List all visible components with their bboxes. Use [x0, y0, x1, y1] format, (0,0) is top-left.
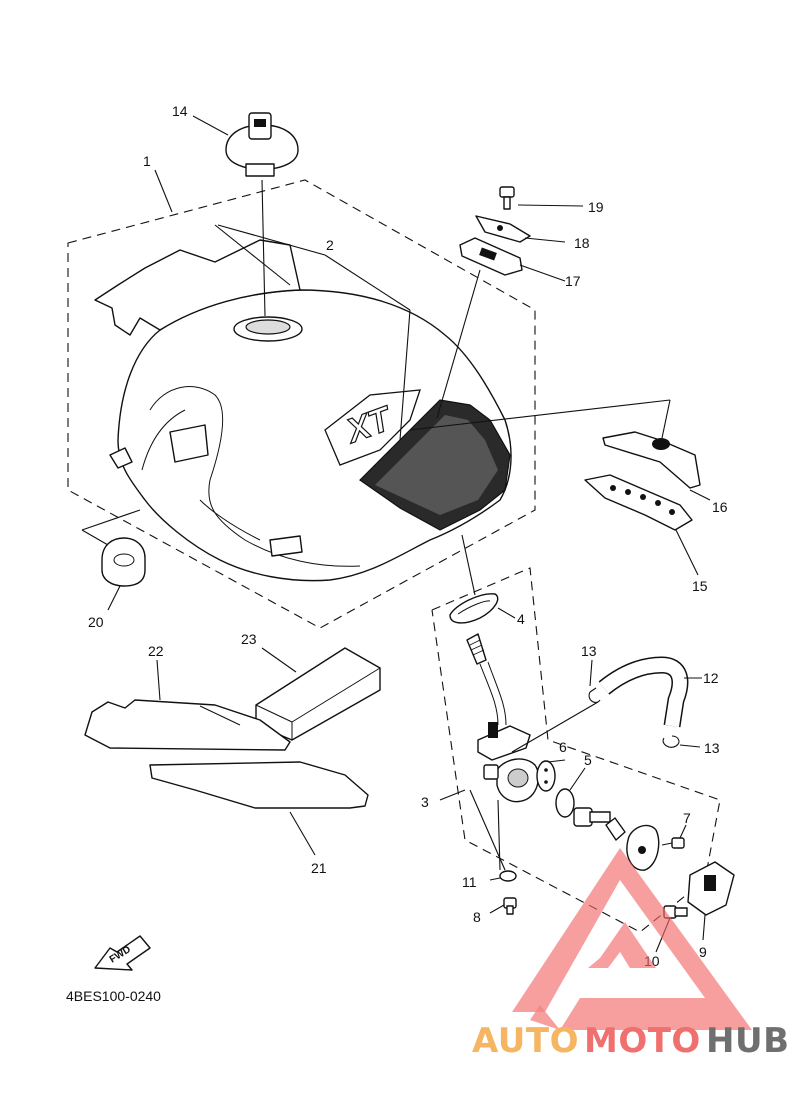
callout-3: 3 — [421, 794, 429, 810]
watermark-logo — [512, 848, 752, 1030]
o-ring-5 — [555, 788, 575, 818]
callout-18: 18 — [574, 235, 590, 251]
watermark-text: AUTO MOTO HUB — [472, 1021, 789, 1061]
callouts: 1 2 3 4 5 6 7 8 9 10 11 12 13 13 14 15 1… — [88, 103, 728, 969]
pad-21 — [149, 761, 369, 809]
pad-23 — [255, 647, 381, 741]
callout-14: 14 — [172, 103, 188, 119]
knob-9 — [687, 861, 735, 916]
seal-6 — [536, 760, 556, 792]
fuel-hose-12 — [598, 656, 689, 728]
watermark-auto: AUTO — [472, 1021, 579, 1061]
callout-5: 5 — [584, 752, 592, 768]
callout-23: 23 — [241, 631, 257, 647]
cock-plate — [626, 824, 660, 871]
callout-17: 17 — [565, 273, 581, 289]
callout-21: 21 — [311, 860, 327, 876]
callout-20: 20 — [88, 614, 104, 630]
callout-12: 12 — [703, 670, 719, 686]
screw-8 — [503, 897, 517, 915]
plate-18 — [475, 215, 531, 243]
callout-15: 15 — [692, 578, 708, 594]
callout-7: 7 — [683, 810, 691, 826]
callout-13-upper: 13 — [581, 643, 597, 659]
screw-7 — [661, 837, 685, 849]
callout-19: 19 — [588, 199, 604, 215]
tank-assembly-frame — [67, 179, 536, 629]
diagram-code: 4BES100-0240 — [66, 988, 161, 1004]
valve-lever — [573, 807, 626, 841]
clip-13-lower — [662, 735, 680, 748]
callout-9: 9 — [699, 944, 707, 960]
rubber-16 — [602, 431, 701, 489]
fuel-cap — [225, 112, 299, 177]
callout-2: 2 — [326, 237, 334, 253]
bolt-19 — [499, 186, 515, 210]
fuel-cock — [466, 633, 540, 803]
fuel-tank: XT — [94, 239, 512, 582]
fuel-cock-frame — [431, 567, 721, 933]
callout-11: 11 — [462, 874, 477, 890]
leader-lines — [81, 115, 711, 953]
grommet-20 — [101, 537, 146, 587]
washer-11 — [499, 870, 517, 882]
callout-4: 4 — [517, 611, 525, 627]
clip-13-upper — [588, 687, 601, 703]
callout-22: 22 — [148, 643, 164, 659]
watermark-hub: HUB — [706, 1021, 789, 1061]
fwd-arrow: FWD — [94, 935, 151, 971]
watermark-moto: MOTO — [584, 1021, 701, 1061]
callout-1: 1 — [143, 153, 151, 169]
callout-16: 16 — [712, 499, 728, 515]
callout-13-lower: 13 — [704, 740, 720, 756]
bracket-17 — [459, 237, 523, 276]
gasket-4 — [449, 593, 499, 624]
pad-22 — [84, 699, 291, 751]
callout-6: 6 — [559, 739, 567, 755]
callout-8: 8 — [473, 909, 481, 925]
damper-15 — [584, 474, 693, 531]
